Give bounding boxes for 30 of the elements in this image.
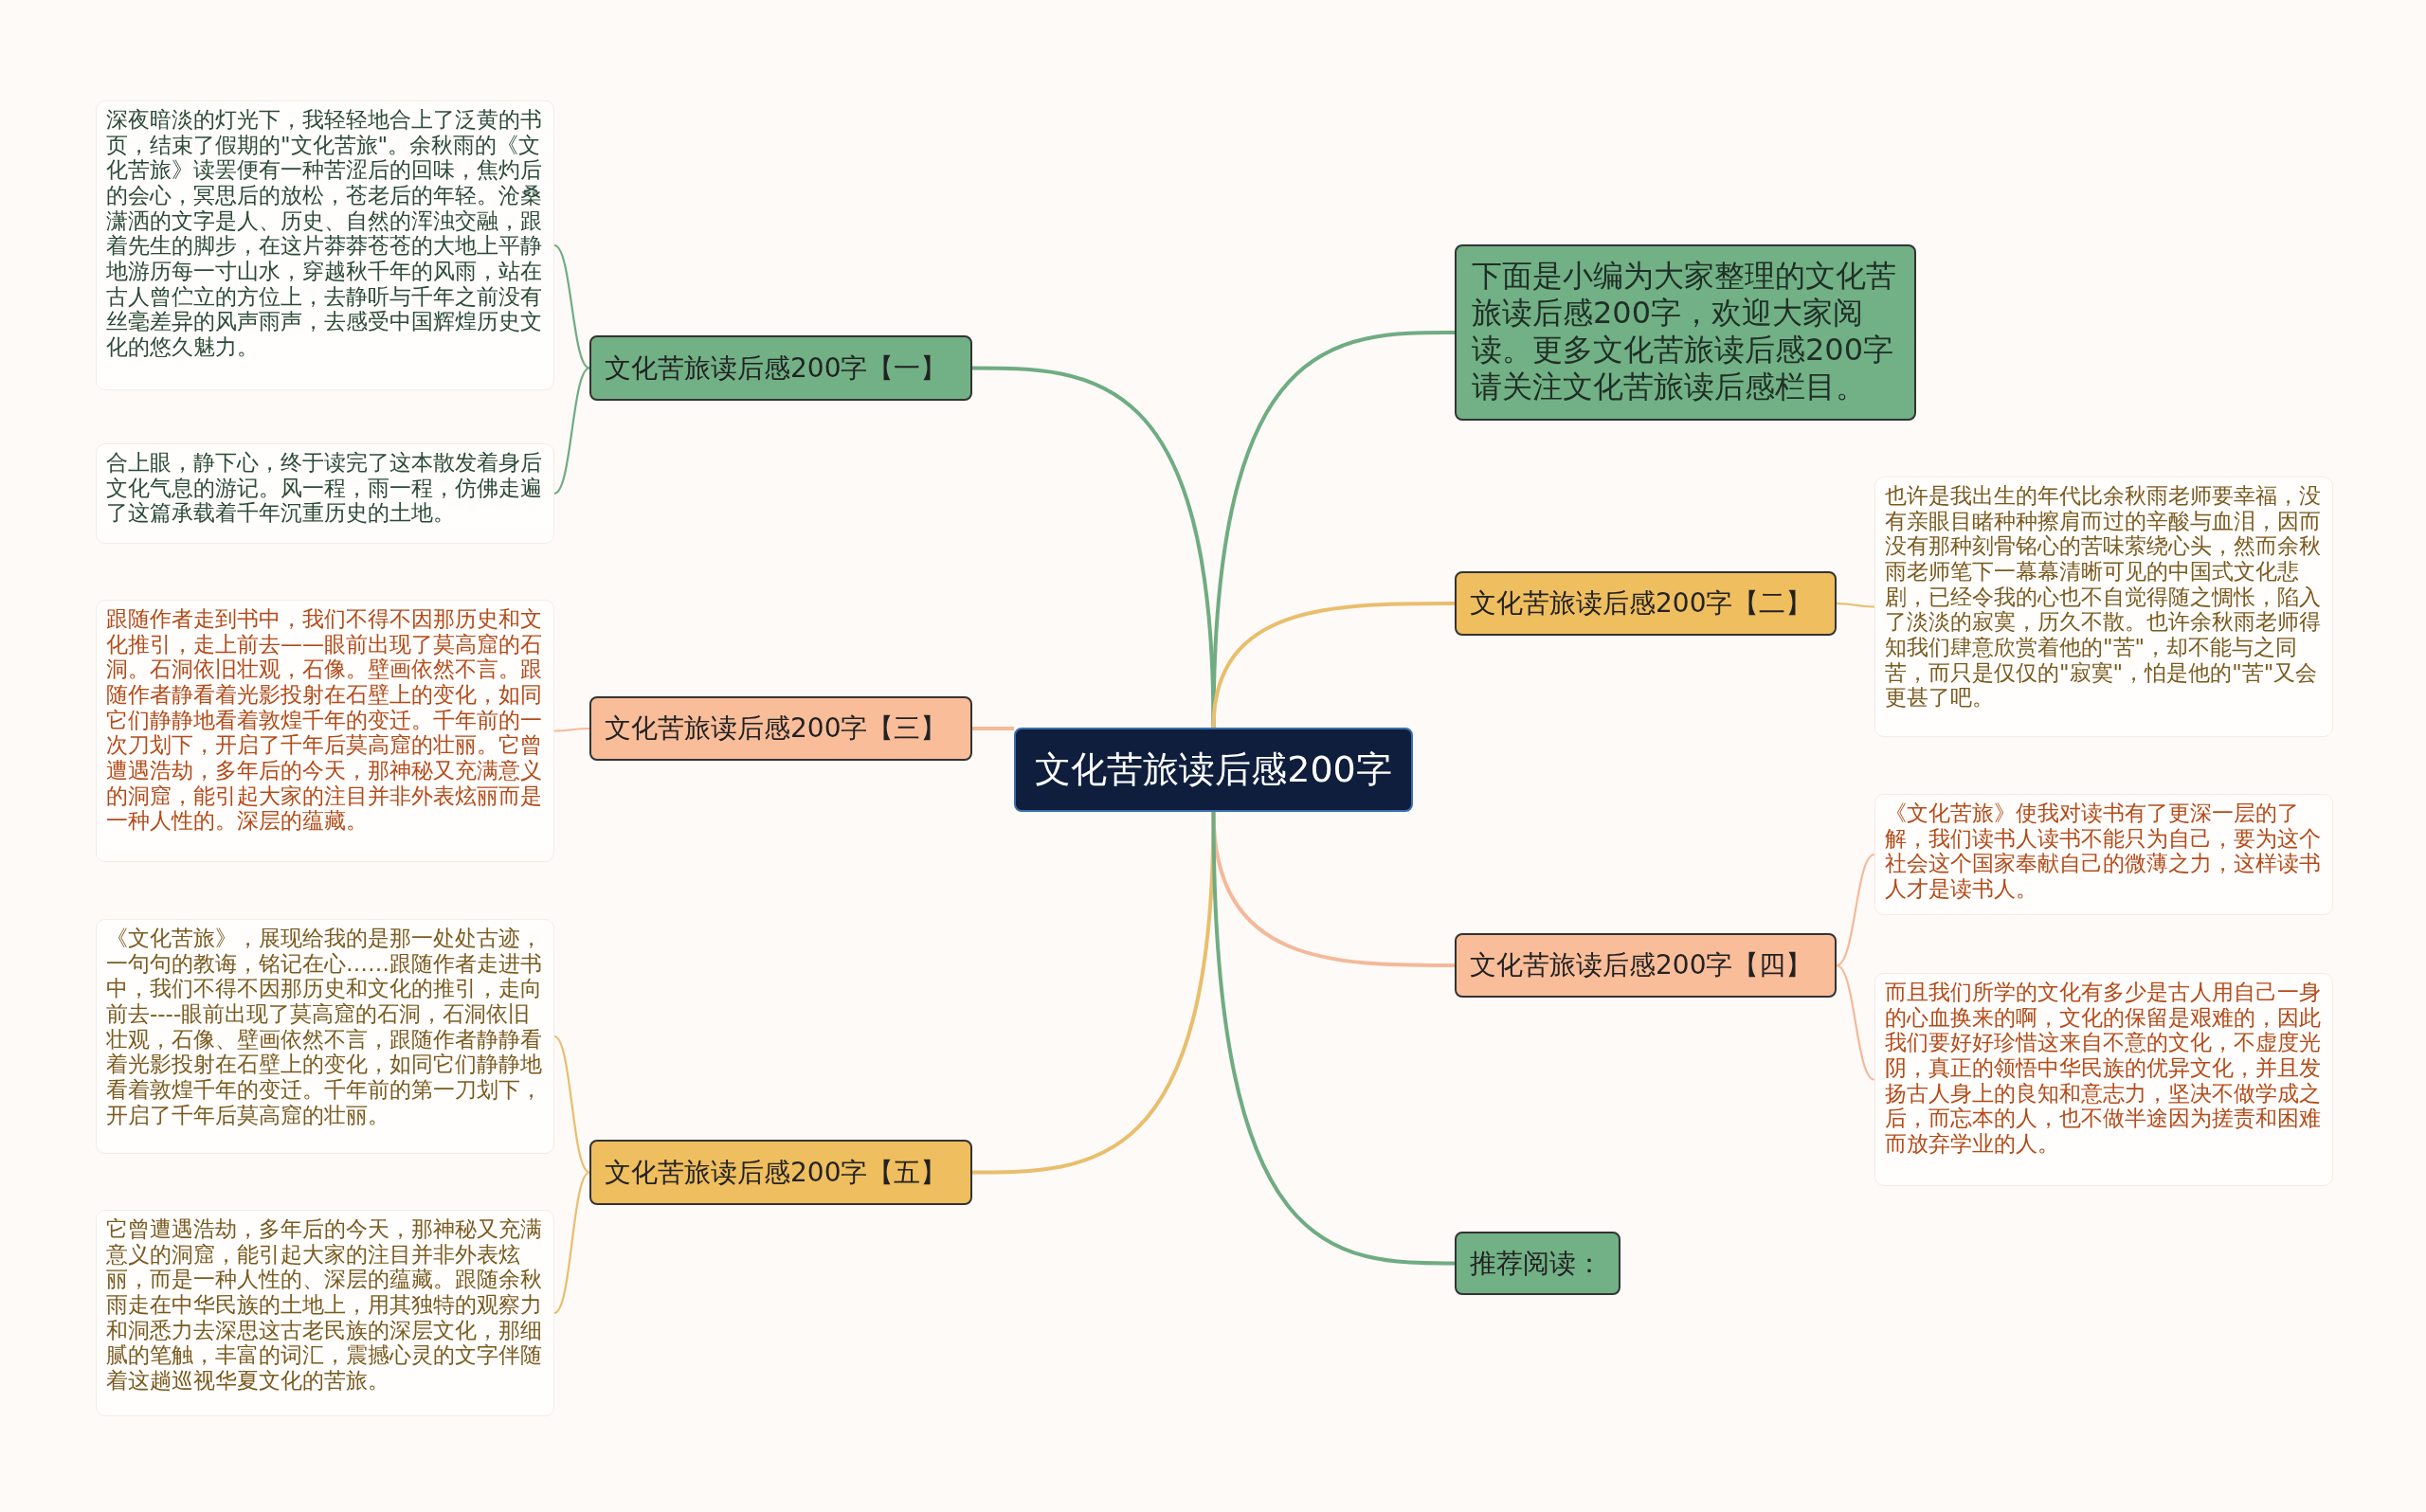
connector-line [553,367,590,495]
connector-line [972,366,1216,729]
text-card: 跟随作者走到书中，我们不得不因那历史和文化推引，走上前去——眼前出现了莫高窟的石洞。石洞依旧壮观，石像。壁画依然不言。跟随作者静看着光影投射在石壁上的变化，如同它们静静地看着敦煌千年的变迁。千年前的一次刀划下，开启了千年后莫高窟的壮丽。它曾遭遇浩劫，多年后的今天，那神秘又充满意义的洞窟，能引起大家的注目并非外表炫丽而是一种人性的。深层的蕴藏。 [96,600,554,862]
connector-line [554,727,589,732]
text-card: 也许是我出生的年代比余秋雨老师要幸福，没有亲眼目睹种种擦肩而过的辛酸与血泪，因而没有那种刻骨铭心的苦味萦绕心头，然而余秋雨老师笔下一幕幕清晰可见的中国式文化悲剧，已经令我的心也不自觉得随之惆怅，陷入了淡淡的寂寞，历久不散。也许余秋雨老师得知我们肆意欣赏着他的"苦"，却不能与之同苦，而只是仅仅的"寂寞"，怕是他的"苦"又会更甚了吧。 [1874,477,2333,737]
topic-box: 文化苦旅读后感200字【一】 [589,335,972,401]
topic-box: 文化苦旅读后感200字【五】 [589,1140,972,1205]
text-card: 而且我们所学的文化有多少是古人用自己一身的心血换来的啊，文化的保留是艰难的，因此我们要好好珍惜这来自不意的文化，不虚度光阴，真正的领悟中华民族的优异文化，并且发扬古人身上的良知和意志力，坚决不做学成之后，而忘本的人，也不做半途因为搓责和困难而放弃学业的人。 [1874,973,2333,1186]
connector-line [553,1171,590,1314]
topic-box: 文化苦旅读后感200字【二】 [1455,571,1837,636]
topic-box: 文化苦旅读后感200字【四】 [1455,933,1837,998]
text-card: 合上眼，静下心，终于读完了这本散发着身后文化气息的游记。风一程，雨一程，仿佛走遍了这篇承载着千年沉重历史的土地。 [96,443,554,544]
text-card: 它曾遭遇浩劫，多年后的今天，那神秘又充满意义的洞窟，能引起大家的注目并非外表炫丽，而是一种人性的、深层的蕴藏。跟随余秋雨走在中华民族的土地上，用其独特的观察力和洞悉力去深思这古老民族的深层文化，那细腻的笔触，丰富的词汇，震撼心灵的文字伴随着这趟巡视华夏文化的苦旅。 [96,1210,554,1416]
connector-line [1211,331,1455,729]
connector-line [553,244,590,369]
connector-line [553,1035,590,1174]
connector-line [1837,602,1874,608]
connector-line [1836,854,1875,966]
text-card: 《文化苦旅》使我对读书有了更深一层的了解，我们读书人读书不能只为自己，要为这个社会这个国家奉献自己的微薄之力，这样读书人才是读书人。 [1874,794,2333,915]
connector-line [972,727,1014,730]
text-card: 《文化苦旅》，展现给我的是那一处处古迹，一句句的教诲，铭记在心……跟随作者走进书中，我们不得不因那历史和文化的推引，走向前去----眼前出现了莫高窟的石洞，石洞依旧壮观，石像、壁画依然不言，跟随作者静静看着光影投射在石壁上的变化，如同它们静静地看着敦煌千年的变迁。千年前的第一刀划下，开启了千年后莫高窟的壮丽。 [96,919,554,1154]
connector-line [972,811,1216,1175]
topic-box: 推荐阅读： [1455,1232,1620,1295]
connector-line [1211,602,1455,729]
connector-line [1836,964,1875,1081]
central-topic-box: 文化苦旅读后感200字 [1014,728,1413,812]
topic-box: 文化苦旅读后感200字【三】 [589,696,972,761]
topic-box: 下面是小编为大家整理的文化苦旅读后感200字，欢迎大家阅读。更多文化苦旅读后感200字请关注文化苦旅读后感栏目。 [1455,244,1916,421]
connector-line [1211,811,1455,1266]
text-card: 深夜暗淡的灯光下，我轻轻地合上了泛黄的书页，结束了假期的"文化苦旅"。余秋雨的《文化苦旅》读罢便有一种苦涩后的回味，焦灼后的会心，冥思后的放松，苍老后的年轻。沧桑潇洒的文字是人、历史、自然的浑浊交融，跟着先生的脚步，在这片莽莽苍苍的大地上平静地游历每一寸山水，穿越秋千年的风雨，站在古人曾伫立的方位上，去静听与千年之前没有丝毫差异的风声雨声，去感受中国辉煌历史文化的悠久魅力。 [96,100,554,390]
